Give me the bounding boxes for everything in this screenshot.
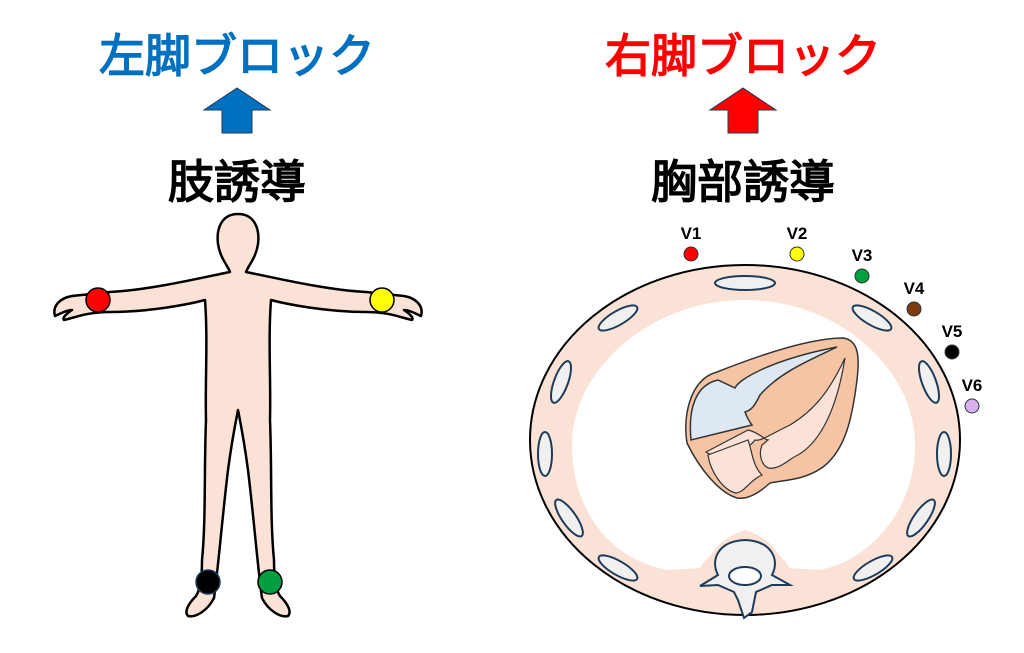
right-leg-electrode xyxy=(195,569,221,595)
lead-v6-electrode xyxy=(964,398,980,414)
lead-v1-electrode xyxy=(683,246,699,262)
lead-label: V4 xyxy=(904,279,925,298)
lead-label: V1 xyxy=(681,224,702,243)
lead-label: V3 xyxy=(852,246,873,265)
right-arm-electrode xyxy=(85,287,111,313)
lead-v4-electrode xyxy=(906,301,922,317)
lead-label: V2 xyxy=(787,224,808,243)
chest-leads-label: 胸部誘導 xyxy=(651,155,835,209)
lead-label: V6 xyxy=(962,376,983,395)
right-bundle-branch-block-title: 右脚ブロック xyxy=(605,29,881,83)
lead-label: V5 xyxy=(942,322,963,341)
lead-v3-electrode xyxy=(854,268,870,284)
lead-v5-electrode xyxy=(944,344,960,360)
up-arrow-icon xyxy=(708,87,778,134)
left-leg-electrode xyxy=(257,569,283,595)
limb-leads-label: 肢誘導 xyxy=(168,155,306,209)
left-bundle-branch-block-title: 左脚ブロック xyxy=(99,29,375,83)
left-arm-electrode xyxy=(369,287,395,313)
lead-v2-electrode xyxy=(789,246,805,262)
thorax-cross-section xyxy=(529,264,961,620)
human-body-figure xyxy=(53,212,423,618)
up-arrow-icon xyxy=(202,87,272,134)
